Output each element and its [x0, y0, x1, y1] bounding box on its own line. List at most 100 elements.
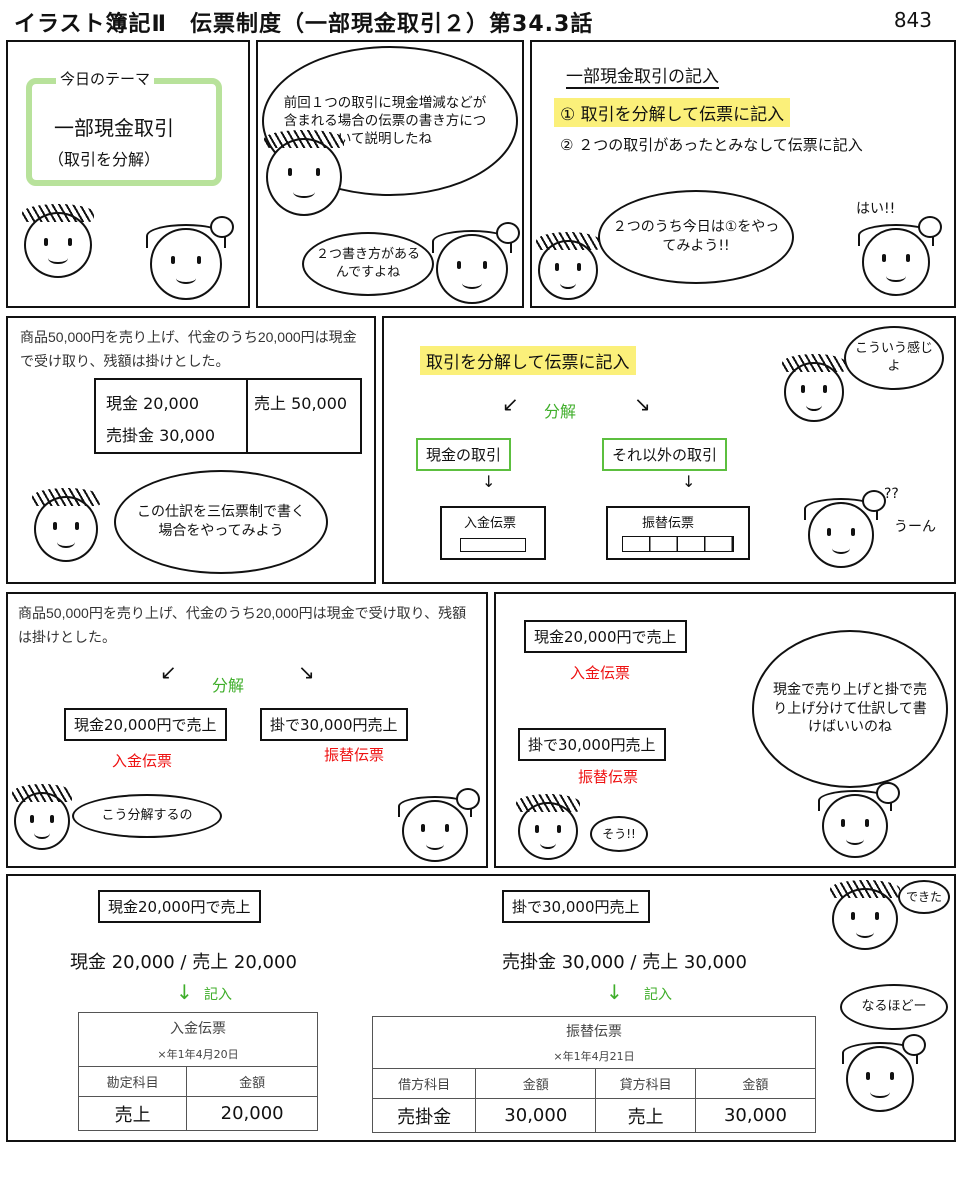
- receipt-row-account: 売上: [77, 1096, 188, 1131]
- transfer-slip-date: ×年1年4月21日: [372, 1044, 816, 1069]
- arrow-left-icon: ↙: [160, 660, 177, 684]
- teacher-face: [264, 130, 344, 216]
- girl-face: [398, 788, 480, 862]
- split-label: 分解: [544, 402, 577, 421]
- transfer-slip-title: 振替伝票: [372, 1016, 816, 1045]
- methods-title: 一部現金取引の記入: [566, 62, 719, 89]
- panel-methods: 一部現金取引の記入 ① 取引を分解して伝票に記入 ② ２つの取引があったとみなし…: [530, 40, 956, 308]
- page-title: イラスト簿記Ⅱ 伝票制度（一部現金取引２）第34.3話: [14, 12, 594, 37]
- teacher-face: [32, 488, 100, 562]
- panel-understanding: 現金20,000円で売上 入金伝票 掛で30,000円売上 振替伝票 現金で売り…: [494, 592, 956, 868]
- split-example-speech-text: こう分解するの: [101, 808, 193, 824]
- girl-face: [858, 216, 942, 296]
- student-speech-bubble: ２つ書き方があるんですよね: [302, 232, 434, 296]
- arrow-down-icon: ↓: [176, 980, 193, 1004]
- recap-speech-text: 前回１つの取引に現金増減などが含まれる場合の伝票の書き方について説明したね: [283, 94, 487, 148]
- record-label: 記入: [204, 987, 232, 1003]
- agree-speech-text: なるほどー: [861, 999, 927, 1015]
- student-speech-text: ２つ書き方があるんですよね: [315, 247, 420, 280]
- methods-speech-text: ２つのうち今日は①をやってみよう!!: [612, 219, 780, 254]
- teacher-face: [830, 880, 900, 950]
- girl-face: [432, 222, 520, 304]
- receipt-col-amount: 金額: [186, 1066, 318, 1097]
- arrow-right-icon: ↘: [298, 660, 315, 684]
- page-number: 843: [893, 8, 932, 32]
- method-item-2: ② ２つの取引があったとみなして伝票に記入: [560, 136, 863, 154]
- split-title: 取引を分解して伝票に記入: [420, 346, 636, 375]
- understanding-speech-text: 現金で売り上げと掛で売り上げ分けて仕訳して書けばいいのね: [773, 681, 927, 736]
- journal-entry-credit: 売掛金 30,000 / 売上 30,000: [502, 952, 747, 973]
- done-speech-text: できた: [905, 889, 942, 904]
- receipt-slip-label: 入金伝票: [570, 664, 631, 682]
- journal-entry-box: 現金 20,000 売掛金 30,000 売上 50,000: [94, 378, 362, 454]
- cash-sale-box: 現金20,000円で売上: [98, 890, 261, 923]
- arrow-down-icon: ↓: [606, 980, 623, 1004]
- girl-reaction: うーん: [894, 519, 936, 535]
- arrow-left-icon: ↙: [502, 392, 519, 416]
- split-example-speech-bubble: こう分解するの: [72, 794, 222, 838]
- agree-speech-bubble: なるほどー: [840, 984, 948, 1030]
- girl-question-marks: ??: [884, 486, 899, 502]
- problem-speech-text: この仕訳を三伝票制で書く場合をやってみよう: [137, 504, 305, 539]
- transfer-row-debit-amount: 30,000: [475, 1098, 597, 1133]
- receipt-slip-label: 入金伝票: [112, 752, 173, 770]
- transfer-col-debit: 借方科目: [371, 1068, 477, 1099]
- transfer-row-credit: 売上: [595, 1098, 696, 1133]
- theme-line1: 一部現金取引: [54, 116, 174, 140]
- girl-face: [804, 490, 886, 568]
- girl-face: [818, 782, 900, 858]
- receipt-row-amount: 20,000: [186, 1096, 318, 1131]
- teacher-face: [782, 354, 846, 422]
- theme-line2: （取引を分解）: [48, 150, 161, 169]
- transfer-col-credit: 貸方科目: [595, 1068, 696, 1099]
- problem-text: 商品50,000円を売り上げ、代金のうち20,000円は現金で受け取り、残額は掛…: [20, 329, 357, 369]
- transfer-col-credit-amount: 金額: [694, 1068, 817, 1099]
- entry-debit-cash: 現金 20,000: [106, 394, 200, 413]
- cash-sale-box: 現金20,000円で売上: [524, 620, 687, 653]
- entry-credit-sales: 売上 50,000: [254, 394, 348, 413]
- transfer-slip-label: 振替伝票: [642, 516, 695, 531]
- transfer-slip-sketch: 振替伝票: [606, 506, 750, 560]
- credit-sale-box: 掛で30,000円売上: [518, 728, 666, 761]
- teacher-face: [12, 784, 72, 850]
- receipt-slip-label: 入金伝票: [464, 516, 517, 531]
- girl-face: [146, 216, 234, 300]
- cash-sale-box: 現金20,000円で売上: [64, 708, 227, 741]
- transfer-slip-label: 振替伝票: [578, 768, 639, 786]
- transfer-slip-label: 振替伝票: [324, 746, 385, 764]
- girl-face: [842, 1034, 926, 1112]
- problem-text: 商品50,000円を売り上げ、代金のうち20,000円は現金で受け取り、残額は掛…: [18, 605, 467, 645]
- transfer-row-debit: 売掛金: [371, 1098, 477, 1133]
- credit-sale-box: 掛で30,000円売上: [260, 708, 408, 741]
- panel-recap: 前回１つの取引に現金増減などが含まれる場合の伝票の書き方について説明したね ２つ…: [256, 40, 524, 308]
- boy-face: [22, 204, 94, 278]
- understanding-speech-bubble: 現金で売り上げと掛で売り上げ分けて仕訳して書けばいいのね: [752, 630, 948, 788]
- receipt-slip-sketch: 入金伝票: [440, 506, 546, 560]
- theme-label: 今日のテーマ: [56, 68, 155, 89]
- other-transaction-box: それ以外の取引: [602, 438, 728, 471]
- transfer-slip-table: 振替伝票 ×年1年4月21日 借方科目 金額 貸方科目 金額 売掛金 30,00…: [371, 1016, 817, 1133]
- credit-sale-box: 掛で30,000円売上: [502, 890, 650, 923]
- cash-transaction-box: 現金の取引: [416, 438, 512, 471]
- method-item-1: ① 取引を分解して伝票に記入: [554, 98, 791, 127]
- entry-debit-receivable: 売掛金 30,000: [106, 426, 216, 445]
- panel-split-concept: 取引を分解して伝票に記入 ↙ 分解 ↘ 現金の取引 それ以外の取引 ↓ ↓ 入金…: [382, 316, 956, 584]
- panel-problem: 商品50,000円を売り上げ、代金のうち20,000円は現金で受け取り、残額は掛…: [6, 316, 376, 584]
- receipt-slip-title: 入金伝票: [78, 1012, 318, 1043]
- teacher-face: [536, 232, 600, 300]
- panel-slips: 現金20,000円で売上 現金 20,000 / 売上 20,000 ↓ 記入 …: [6, 874, 956, 1142]
- teacher-reply-bubble: そう!!: [590, 816, 648, 852]
- split-speech-bubble: こういう感じよ: [844, 326, 944, 390]
- problem-speech-bubble: この仕訳を三伝票制で書く場合をやってみよう: [114, 470, 328, 574]
- transfer-col-debit-amount: 金額: [475, 1068, 597, 1099]
- methods-speech-bubble: ２つのうち今日は①をやってみよう!!: [598, 190, 794, 284]
- done-speech-bubble: できた: [898, 880, 950, 914]
- student-reply: はい!!: [856, 201, 896, 217]
- split-label: 分解: [212, 676, 245, 695]
- panel-split-example: 商品50,000円を売り上げ、代金のうち20,000円は現金で受け取り、残額は掛…: [6, 592, 488, 868]
- teacher-reply-text: そう!!: [602, 826, 636, 841]
- arrow-down-icon: ↓: [682, 472, 696, 491]
- arrow-right-icon: ↘: [634, 392, 651, 416]
- journal-entry-cash: 現金 20,000 / 売上 20,000: [70, 952, 297, 973]
- record-label: 記入: [644, 987, 672, 1003]
